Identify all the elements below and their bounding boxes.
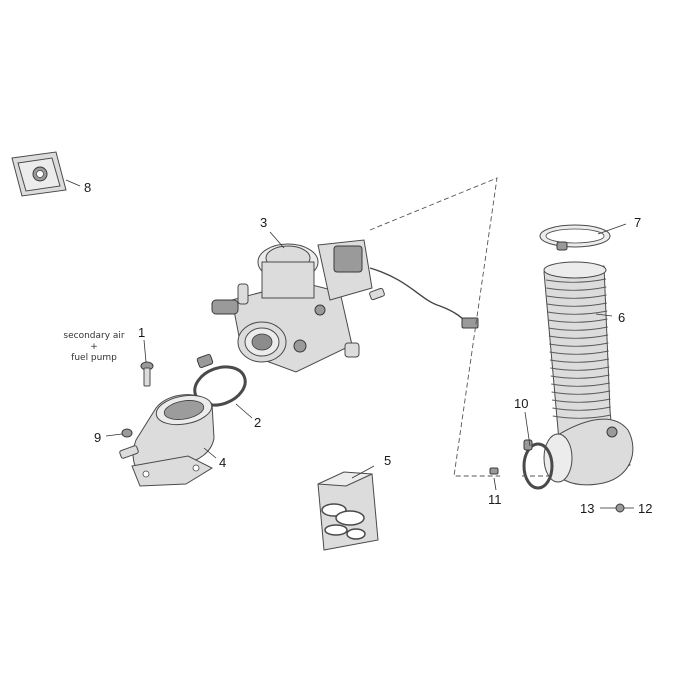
hose-rib [549, 358, 610, 363]
hose-rib [550, 366, 610, 371]
part-4-intake-manifold [119, 394, 215, 487]
dashed-assembly-outline [369, 177, 548, 477]
note-line-2: + [90, 342, 98, 352]
callout-12: 12 [638, 501, 652, 516]
note-line-3: fuel pump [71, 353, 117, 363]
part-6-corrugated-intake-hose [543, 261, 634, 486]
hose-rib [547, 302, 607, 307]
leader-lines [65, 179, 634, 509]
hose-rib [552, 414, 612, 419]
hose-rib [548, 334, 609, 339]
part-8-gasket-plate [11, 151, 67, 197]
part-12-13-screw-washer [615, 503, 625, 513]
callout-9: 9 [94, 430, 101, 445]
hose-rib [546, 286, 607, 291]
note-line-1: secondary air [63, 331, 125, 341]
callout-8: 8 [84, 180, 91, 195]
part-10-clamp-ring [522, 439, 554, 490]
callout-labels: 1 2 3 4 5 6 7 8 9 10 11 12 13 [84, 180, 652, 516]
hose-rib [545, 278, 607, 283]
hose-rib [552, 406, 611, 411]
part-9-plug [121, 428, 133, 438]
hose-rib [548, 326, 608, 331]
hose-rib [549, 342, 609, 347]
callout-10: 10 [514, 396, 528, 411]
hose-rib [546, 294, 607, 299]
callout-5: 5 [384, 453, 391, 468]
hose-ribs [545, 278, 612, 419]
callout-11: 11 [488, 492, 502, 507]
part-7-hose-clamp [539, 224, 611, 251]
part-11-screw [489, 467, 499, 475]
hose-rib [551, 398, 611, 403]
hose-rib [547, 310, 608, 315]
hose-rib [551, 382, 610, 387]
callout-7: 7 [634, 215, 641, 230]
hose-rib [551, 390, 611, 395]
part-5-gasket-kit [317, 471, 379, 551]
secondary-air-note: secondary air + fuel pump [63, 331, 125, 363]
callout-3: 3 [260, 215, 267, 230]
callout-13: 13 [580, 501, 594, 516]
callout-4: 4 [219, 455, 226, 470]
part-3-carburetor [211, 239, 479, 373]
hose-rib [547, 318, 608, 323]
hose-rib [550, 374, 610, 379]
hose-rib [549, 350, 609, 355]
part-1-screw [140, 361, 154, 387]
callout-6: 6 [618, 310, 625, 325]
callout-2: 2 [254, 415, 261, 430]
callout-1: 1 [138, 325, 145, 340]
